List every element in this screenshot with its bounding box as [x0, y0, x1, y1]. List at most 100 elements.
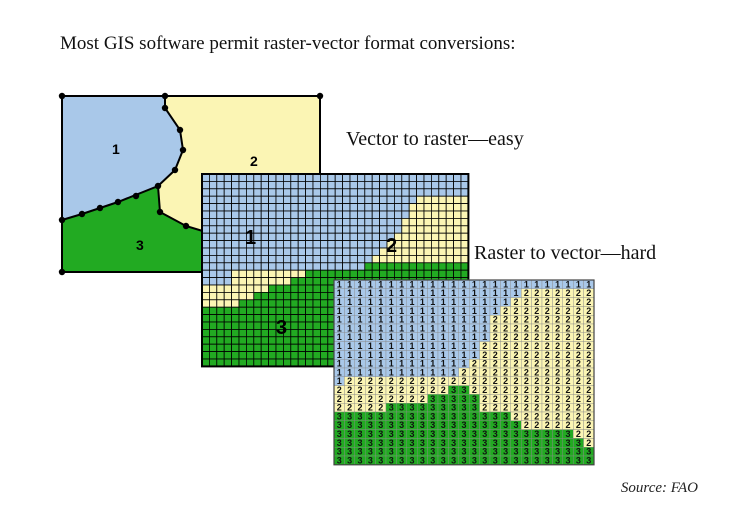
- raster-cell: [253, 321, 262, 330]
- raster-cell: [260, 180, 270, 190]
- cell-zone-number: 1: [513, 279, 518, 289]
- raster-cell: [453, 269, 462, 279]
- raster-cell: [223, 173, 232, 182]
- raster-cell: [275, 262, 284, 271]
- raster-cell: [238, 262, 247, 271]
- raster-cell: [216, 247, 225, 256]
- raster-cell: [245, 188, 255, 197]
- cell-zone-number: 1: [461, 323, 466, 333]
- raster-cell: [290, 203, 299, 212]
- raster-cell: [423, 188, 432, 197]
- raster-cell: [223, 314, 232, 323]
- raster-cell: [386, 203, 395, 212]
- raster-cell: [445, 232, 455, 241]
- raster-cell: [312, 180, 321, 190]
- raster-cell: [342, 195, 351, 204]
- raster-zone-3-number: 3: [276, 317, 287, 339]
- cell-zone-number: 2: [565, 323, 570, 333]
- cell-zone-number: 3: [524, 455, 529, 465]
- raster-cell: [334, 254, 344, 264]
- cell-zone-number: 2: [545, 350, 550, 360]
- cell-zone-number: 2: [576, 306, 581, 316]
- raster-cell: [349, 217, 358, 227]
- raster-cell: [231, 306, 240, 316]
- raster-cell: [245, 321, 255, 330]
- raster-cell: [223, 358, 232, 367]
- raster-cell: [305, 277, 314, 286]
- cell-zone-number: 1: [420, 306, 425, 316]
- cell-zone-number: 1: [347, 323, 352, 333]
- raster-cell: [305, 254, 314, 264]
- raster-cell: [282, 358, 292, 367]
- cell-zone-number: 1: [368, 323, 373, 333]
- cell-zone-number: 2: [586, 438, 591, 448]
- cell-zone-number: 2: [545, 394, 550, 404]
- cell-zone-number: 2: [576, 376, 581, 386]
- raster-cell: [319, 195, 329, 204]
- cell-zone-number: 3: [389, 420, 394, 430]
- cell-zone-number: 1: [441, 359, 446, 369]
- cell-zone-number: 3: [461, 455, 466, 465]
- raster-cell: [453, 210, 462, 219]
- raster-cell: [216, 232, 225, 241]
- raster-cell: [297, 284, 307, 293]
- raster-cell: [290, 328, 299, 338]
- vector-vertex: [171, 166, 179, 174]
- raster-cell: [319, 247, 329, 256]
- raster-cell: [379, 269, 388, 279]
- raster-cell: [238, 343, 247, 353]
- cell-zone-number: 2: [586, 297, 591, 307]
- raster-cell: [312, 217, 321, 227]
- raster-cell: [334, 203, 344, 212]
- raster-cell: [356, 225, 366, 234]
- cell-zone-number: 3: [493, 455, 498, 465]
- raster-cell: [282, 217, 292, 227]
- cell-zone-number: 2: [576, 385, 581, 395]
- cell-zone-number: 1: [389, 279, 394, 289]
- cell-zone-number: 1: [399, 332, 404, 342]
- cell-zone-number: 1: [482, 288, 487, 298]
- raster-cell: [423, 180, 432, 190]
- raster-cell: [253, 210, 262, 219]
- raster-cell: [208, 336, 218, 345]
- raster-cell: [216, 321, 225, 330]
- raster-cell: [208, 188, 218, 197]
- cell-zone-number: 2: [545, 411, 550, 421]
- raster-cell: [268, 314, 277, 323]
- cell-zone-number: 3: [461, 385, 466, 395]
- cell-zone-number: 3: [503, 411, 508, 421]
- raster-cell: [453, 247, 462, 256]
- raster-cell: [297, 225, 307, 234]
- raster-cell: [430, 269, 440, 279]
- cell-zone-number: 1: [461, 332, 466, 342]
- raster-cell: [356, 240, 366, 249]
- raster-cell: [231, 203, 240, 212]
- raster-cell: [371, 225, 381, 234]
- raster-cell: [393, 188, 403, 197]
- cell-zone-number: 1: [368, 279, 373, 289]
- raster-cell: [364, 262, 373, 271]
- raster-cell: [297, 306, 307, 316]
- cell-zone-number: 3: [399, 420, 404, 430]
- raster-cell: [208, 262, 218, 271]
- raster-cell: [282, 262, 292, 271]
- raster-cell: [327, 269, 336, 279]
- cell-zone-number: 2: [493, 376, 498, 386]
- cell-zone-number: 1: [430, 288, 435, 298]
- raster-cell: [260, 254, 270, 264]
- raster-cell: [460, 254, 469, 264]
- vector-vertex: [154, 182, 162, 190]
- raster-cell: [223, 269, 232, 279]
- cell-zone-number: 2: [493, 367, 498, 377]
- raster-cell: [275, 210, 284, 219]
- raster-cell: [275, 247, 284, 256]
- raster-cell: [393, 225, 403, 234]
- raster-cell: [312, 254, 321, 264]
- raster-cell: [327, 180, 336, 190]
- raster-cell: [364, 232, 373, 241]
- raster-cell: [342, 247, 351, 256]
- cell-zone-number: 1: [430, 359, 435, 369]
- cell-zone-number: 1: [503, 297, 508, 307]
- raster-cell: [231, 321, 240, 330]
- raster-cell: [238, 314, 247, 323]
